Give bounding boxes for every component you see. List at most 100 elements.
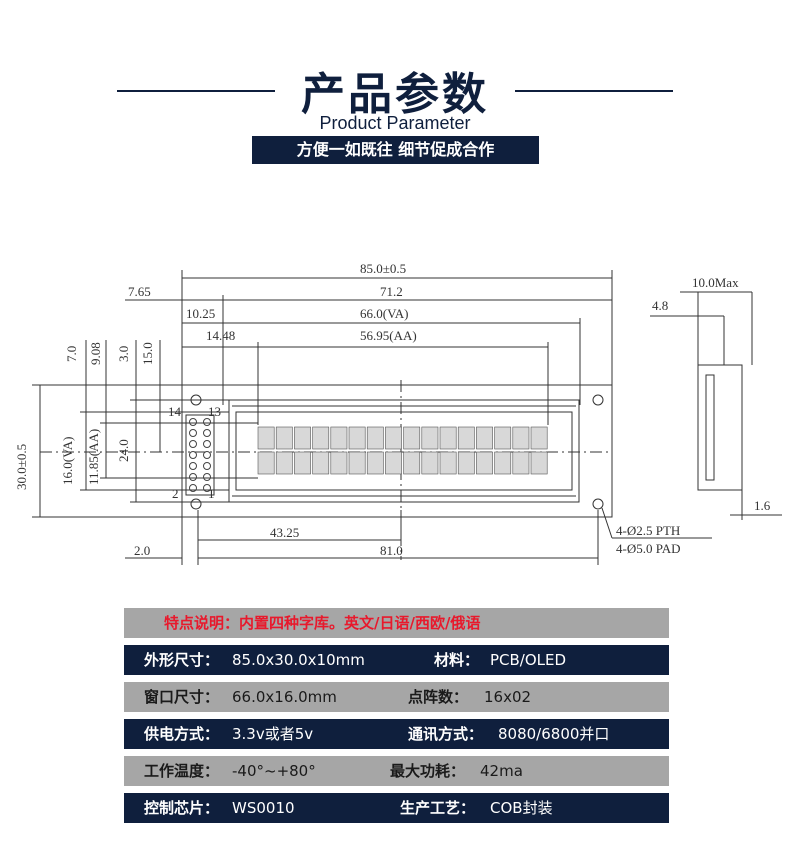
spec-value-process: COB封装 [490, 799, 553, 817]
spec-label-temperature: 工作温度： [144, 762, 220, 780]
pin-label-1: 1 [208, 486, 215, 501]
spec-value-max-power: 42ma [480, 762, 523, 780]
pin-dot [189, 418, 197, 426]
dim-3: 3.0 [116, 346, 131, 362]
lcd-char-cell [348, 451, 366, 475]
pin-dot [203, 440, 211, 448]
pin-dot [203, 429, 211, 437]
lcd-char-cell [275, 451, 293, 475]
pin-dot [189, 462, 197, 470]
lcd-char-cell [476, 451, 493, 475]
spec-row-2: 窗口尺寸： 66.0x16.0mm 点阵数： 16x02 [124, 682, 669, 712]
lcd-char-cell [312, 451, 330, 475]
pin-dot [189, 484, 197, 492]
page-header: 产品参数 Product Parameter 方便一如既往 细节促成合作 [0, 0, 790, 170]
lcd-char-cell [494, 426, 512, 450]
lcd-char-cell [457, 451, 475, 475]
pin-dot [189, 473, 197, 481]
lcd-char-cell [366, 426, 384, 450]
dim-inner-height: 24.0 [116, 439, 131, 462]
dim-va-width: 66.0(VA) [360, 306, 409, 321]
dim-va-left: 10.25 [186, 306, 215, 321]
feature-row: 特点说明：内置四种字库。英文/日语/西欧/俄语 [124, 608, 669, 638]
dim-overall-width: 85.0±0.5 [360, 261, 406, 276]
lcd-char-cell [385, 451, 402, 475]
lcd-char-cell [457, 426, 475, 450]
spec-label-controller: 控制芯片： [144, 799, 220, 817]
lcd-char-cell [512, 451, 530, 475]
pin-label-14: 14 [168, 404, 182, 419]
spec-value-temperature: -40°~+80° [232, 762, 316, 780]
dim-height: 30.0±0.5 [14, 444, 29, 490]
spec-row-5: 控制芯片： WS0010 生产工艺： COB封装 [124, 793, 669, 823]
spec-label-size: 外形尺寸： [144, 651, 220, 669]
dim-va-height: 16.0(VA) [60, 436, 75, 485]
pin-dot [189, 440, 197, 448]
spec-label-window: 窗口尺寸： [144, 688, 220, 706]
dim-side-max: 10.0Max [692, 275, 739, 290]
dim-15: 15.0 [140, 342, 155, 365]
pin-dot [203, 418, 211, 426]
title-rule-left [117, 90, 275, 92]
lcd-character-grid [257, 426, 548, 475]
dim-hole-pth: 4-Ø2.5 PTH [616, 523, 680, 538]
lcd-char-cell [476, 426, 493, 450]
lcd-char-cell [275, 426, 293, 450]
pin-label-13: 13 [208, 404, 221, 419]
dim-9-08: 9.08 [88, 342, 103, 365]
spec-value-matrix: 16x02 [484, 688, 532, 706]
lcd-char-cell [512, 426, 530, 450]
dim-left-offset: 7.65 [128, 284, 151, 299]
spec-value-controller: WS0010 [232, 799, 295, 817]
lcd-char-cell [348, 426, 366, 450]
spec-label-max-power: 最大功耗： [390, 762, 466, 780]
dim-side-1-6: 1.6 [754, 498, 771, 513]
spec-label-matrix: 点阵数： [408, 688, 469, 706]
dim-aa-height: 11.85(AA) [86, 429, 101, 485]
spec-value-material: PCB/OLED [490, 651, 567, 669]
lcd-char-cell [257, 426, 275, 450]
lcd-char-cell [312, 426, 330, 450]
spec-label-process: 生产工艺： [400, 799, 476, 817]
dim-7: 7.0 [64, 346, 79, 362]
dim-2: 2.0 [134, 543, 150, 558]
feature-text: 特点说明：内置四种字库。英文/日语/西欧/俄语 [164, 614, 481, 632]
page-title: 产品参数 [301, 69, 489, 120]
lcd-char-cell [421, 451, 439, 475]
pin-header-dots [189, 418, 211, 492]
spec-value-power: 3.3v或者5v [232, 725, 314, 743]
lcd-char-cell [439, 426, 457, 450]
spec-value-window: 66.0x16.0mm [232, 688, 337, 706]
dim-81: 81.0 [380, 543, 403, 558]
spec-row-1: 外形尺寸： 85.0x30.0x10mm 材料： PCB/OLED [124, 645, 669, 675]
pin-dot [203, 473, 211, 481]
lcd-char-cell [385, 426, 402, 450]
spec-value-interface: 8080/6800并口 [498, 725, 610, 743]
dimension-drawing: 85.0±0.5 7.65 71.2 10.25 66.0(VA) 14.48 … [14, 261, 782, 565]
lcd-char-cell [257, 451, 275, 475]
lcd-char-cell [294, 426, 311, 450]
lcd-char-cell [530, 451, 548, 475]
lcd-char-cell [330, 451, 348, 475]
spec-label-interface: 通讯方式： [408, 725, 484, 743]
dim-side-4-8: 4.8 [652, 298, 668, 313]
spec-row-3: 供电方式： 3.3v或者5v 通讯方式： 8080/6800并口 [124, 719, 669, 749]
lcd-char-cell [494, 451, 512, 475]
dim-between-holes: 71.2 [380, 284, 403, 299]
spec-row-4: 工作温度： -40°~+80° 最大功耗： 42ma [124, 756, 669, 786]
pin-dot [203, 484, 211, 492]
spec-label-power: 供电方式： [144, 725, 220, 743]
lcd-char-cell [530, 426, 548, 450]
dim-43: 43.25 [270, 525, 299, 540]
lcd-char-cell [294, 451, 311, 475]
dim-aa-left: 14.48 [206, 328, 235, 343]
slogan-banner: 方便一如既往 细节促成合作 [252, 136, 539, 164]
lcd-char-cell [439, 451, 457, 475]
pin-label-2: 2 [172, 486, 179, 501]
spec-value-size: 85.0x30.0x10mm [232, 651, 365, 669]
spec-label-material: 材料： [434, 651, 480, 669]
pin-dot [203, 451, 211, 459]
pin-dot [189, 451, 197, 459]
dim-aa-width: 56.95(AA) [360, 328, 417, 343]
pin-dot [189, 429, 197, 437]
